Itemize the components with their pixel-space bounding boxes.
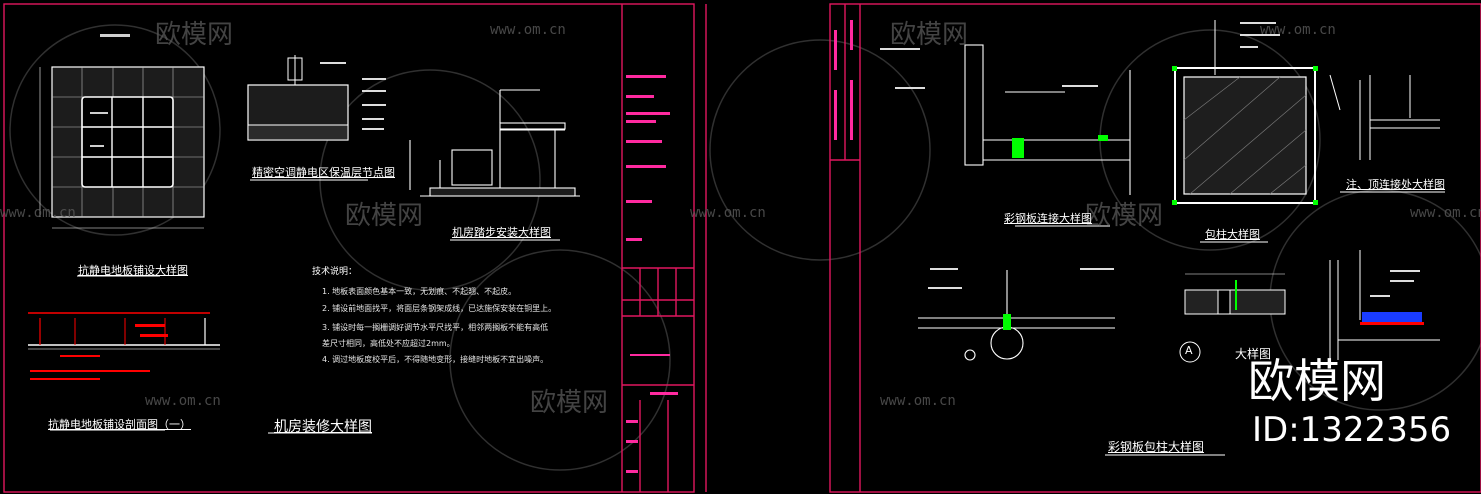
watermark-url: www.om.cn [1260,22,1336,38]
watermark-brand: 欧模网 [530,388,609,418]
asset-id: ID:1322356 [1252,410,1452,450]
sheet2-frame [829,3,1481,493]
detail-a-drawing [1179,273,1286,363]
watermark-url: www.om.cn [690,205,766,221]
notes-item: 3. 铺设时每一搁栅调好调节水平尺找平，相邻两搁板不能有高低 [322,323,549,332]
notes-item: 1. 地板表面颜色基本一致，无划痕、不起翘、不起皮。 [322,287,517,296]
sheet1-frame [3,3,707,493]
right-lower-detail [1329,250,1440,360]
watermark-url: www.om.cn [0,205,76,221]
floor-section-drawing [28,312,220,380]
title-detail-a: 大样图 [1235,347,1272,361]
notes-item: 2. 铺设前地面找平，将面层条钢架成线，已达施保安装在铜里上。 [322,304,557,313]
underline-marks [50,179,1445,456]
title-corner-detail: 注、顶连接处大样图 [1346,178,1445,191]
title-panel-column: 彩钢板包柱大样图 [1108,440,1205,454]
panel-connection-drawing [880,44,1131,195]
notes-item: 4. 调过地板度校平后，不得随地变形，接缝时地板不宜出噪声。 [322,355,549,364]
watermark-url: www.om.cn [145,393,221,409]
watermark-brand: 欧模网 [345,201,424,231]
watermark-brand: 欧模网 [155,20,234,50]
watermark-brand: 欧模网 [1085,201,1164,231]
column-wrap-drawing [1172,20,1318,205]
watermark-url: www.om.cn [880,393,956,409]
title-panel-connection: 彩钢板连接大样图 [1004,212,1092,225]
joint-detail-drawing [918,268,1115,361]
title-floor-plan: 抗静电地板铺设大样图 [78,264,188,277]
title-floor-section: 抗静电地板铺设剖面图（一） [48,418,191,431]
floor-plan-drawing [39,34,205,229]
brand-logo: 欧模网 [1248,354,1386,408]
detail-marker: A [1185,344,1193,357]
title-column-wrap: 包柱大样图 [1205,228,1260,241]
steps-drawing [409,89,580,197]
notes-item: 差尺寸相同，高低处不应超过2mm。 [322,339,455,348]
title-ac-node: 精密空调静电区保温层节点图 [252,166,395,179]
watermark-brand: 欧模网 [890,20,969,50]
ac-node-drawing [247,55,386,141]
watermark-url: www.om.cn [490,22,566,38]
corner-detail-drawing [1329,74,1440,160]
title-steps: 机房踏步安装大样图 [452,226,551,239]
title-main: 机房装修大样图 [274,419,372,435]
watermark-url: www.om.cn [1410,205,1481,221]
notes-heading: 技术说明： [312,267,358,277]
sheet1-titleblock-text [626,75,678,473]
sheet2-side-text [834,20,853,140]
